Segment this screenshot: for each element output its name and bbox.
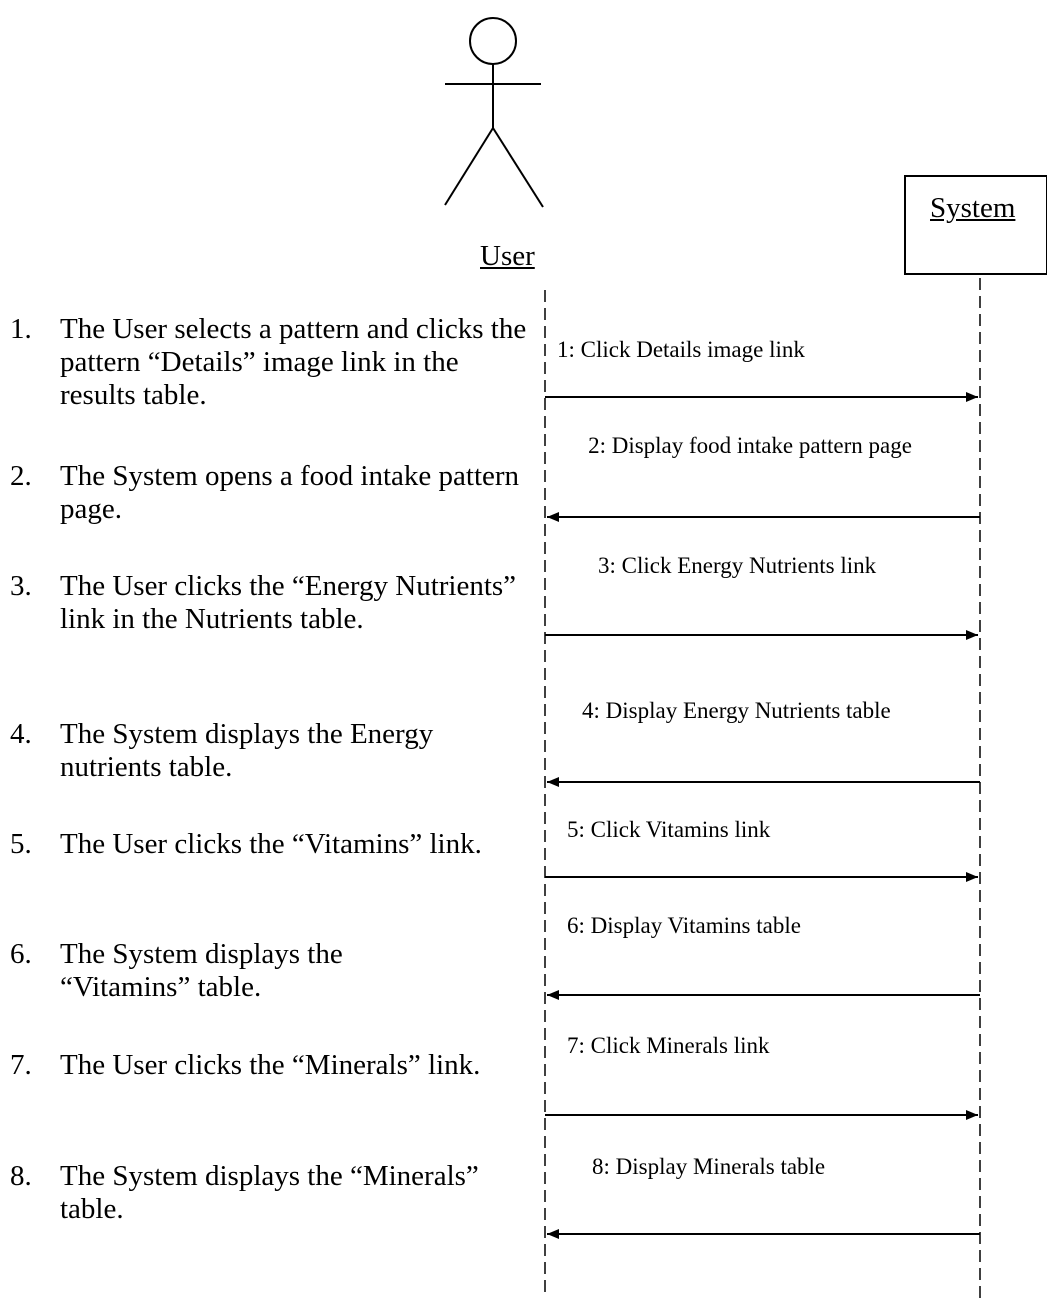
step-text: The User clicks the “Vitamins” link. bbox=[60, 828, 482, 860]
step-number: 5. bbox=[10, 828, 32, 860]
step-number: 2. bbox=[10, 460, 32, 492]
system-actor-label: System bbox=[930, 192, 1016, 224]
step-text: The System displays the “Minerals” table… bbox=[60, 1160, 479, 1225]
message-6-label: 6: Display Vitamins table bbox=[567, 913, 801, 938]
message-4-label: 4: Display Energy Nutrients table bbox=[582, 698, 891, 723]
user-actor-label: User bbox=[480, 240, 535, 272]
step-text: The User clicks the “Energy Nutrients” l… bbox=[60, 570, 517, 635]
user-head bbox=[469, 17, 517, 65]
step-text: The System opens a food intake pattern p… bbox=[60, 460, 520, 525]
step-text: The User clicks the “Minerals” link. bbox=[60, 1049, 481, 1081]
step-number: 3. bbox=[10, 570, 32, 602]
step-text: The System displays the “Vitamins” table… bbox=[60, 938, 343, 1003]
step-number: 1. bbox=[10, 313, 32, 345]
system-box bbox=[904, 175, 1047, 275]
step-number: 8. bbox=[10, 1160, 32, 1192]
user-actor-figure bbox=[444, 17, 544, 208]
message-8-label: 8: Display Minerals table bbox=[592, 1154, 826, 1179]
message-5-label: 5: Click Vitamins link bbox=[567, 817, 771, 842]
message-2-label: 2: Display food intake pattern page bbox=[588, 433, 912, 458]
step-text: The User selects a pattern and clicks th… bbox=[60, 313, 527, 411]
step-number: 7. bbox=[10, 1049, 32, 1081]
message-1-label: 1: Click Details image link bbox=[557, 337, 805, 362]
user-right-leg bbox=[492, 127, 544, 208]
message-7-label: 7: Click Minerals link bbox=[567, 1033, 770, 1058]
step-number: 4. bbox=[10, 718, 32, 750]
message-3-label: 3: Click Energy Nutrients link bbox=[598, 553, 877, 578]
step-number: 6. bbox=[10, 938, 32, 970]
user-left-leg bbox=[444, 127, 494, 206]
step-text: The System displays the Energy nutrients… bbox=[60, 718, 434, 783]
